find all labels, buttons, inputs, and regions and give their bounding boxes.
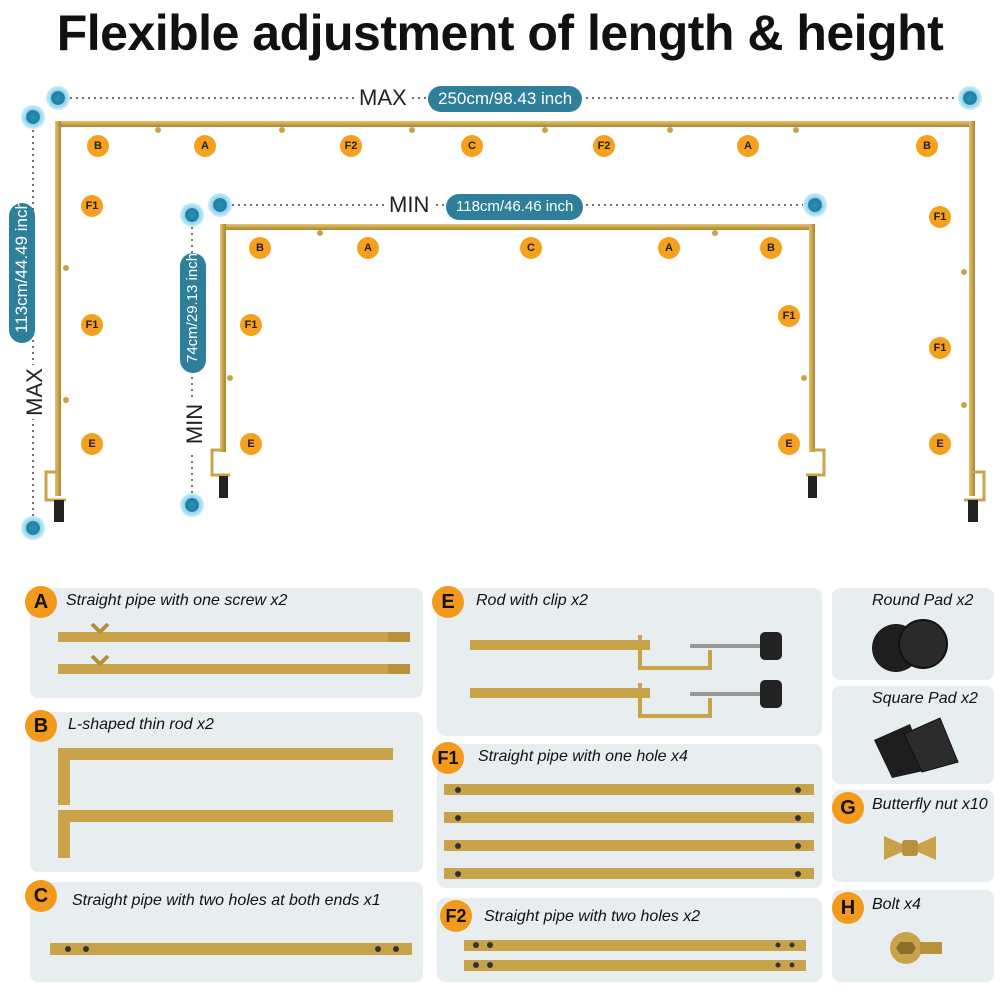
frame-label: E — [81, 433, 103, 455]
min-width-label: MIN — [386, 193, 433, 217]
page-title: Flexible adjustment of length & height — [56, 5, 944, 61]
max-top-bar — [55, 121, 975, 127]
part-badge: H — [832, 892, 864, 924]
frame-label: F1 — [240, 314, 262, 336]
part-badge: G — [832, 792, 864, 824]
frame-label: F1 — [81, 195, 103, 217]
part-badge: E — [432, 586, 464, 618]
part-caption: Straight pipe with two holes at both end… — [72, 892, 381, 909]
part-e-image — [470, 632, 782, 718]
part-badge: B — [25, 710, 57, 742]
part-caption: Square Pad x2 — [872, 690, 978, 707]
part-a-image — [58, 622, 410, 674]
part-panel-b — [30, 712, 423, 872]
max-right-leg — [969, 121, 975, 496]
part-c-image — [50, 943, 412, 955]
max-height-label: MAX — [22, 365, 47, 419]
part-caption: Straight pipe with one hole x4 — [478, 748, 688, 765]
max-width-value: 250cm/98.43 inch — [428, 86, 583, 112]
frame-label: B — [249, 237, 271, 259]
part-caption: Bolt x4 — [872, 896, 921, 913]
part-h-image — [890, 932, 942, 964]
frame-label: B — [760, 237, 782, 259]
max-left-leg — [55, 121, 61, 496]
part-badge: F2 — [440, 900, 472, 932]
part-g-image — [884, 836, 936, 860]
frame-label: F2 — [593, 135, 615, 157]
frame-label: C — [461, 135, 483, 157]
part-caption: Butterfly nut x10 — [872, 796, 988, 813]
min-right-leg — [809, 224, 815, 452]
part-b-image — [58, 748, 393, 858]
frame-label: F1 — [929, 206, 951, 228]
frame-label: A — [737, 135, 759, 157]
frame-label: A — [194, 135, 216, 157]
min-width-value: 118cm/46.46 inch — [446, 194, 584, 220]
frame-label: C — [520, 237, 542, 259]
part-f1-image — [444, 784, 814, 879]
min-height-value: 74cm/29.13 inch — [180, 253, 206, 373]
frame-label: B — [916, 135, 938, 157]
part-panel-a — [30, 588, 423, 698]
frame-label: A — [357, 237, 379, 259]
min-top-bar — [220, 224, 815, 230]
frame-diagram — [21, 86, 986, 540]
frame-label: B — [87, 135, 109, 157]
part-f2-image — [464, 940, 806, 971]
frame-label: F2 — [340, 135, 362, 157]
part-caption: Rod with clip x2 — [476, 592, 589, 609]
frame-label: A — [658, 237, 680, 259]
frame-label: F1 — [778, 305, 800, 327]
part-caption: Round Pad x2 — [872, 592, 974, 609]
frame-label: E — [778, 433, 800, 455]
part-badge: A — [25, 586, 57, 618]
max-width-label: MAX — [356, 86, 410, 110]
max-height-value: 113cm/44.49 inch — [9, 200, 35, 343]
min-height-label: MIN — [182, 397, 207, 451]
frame-label: E — [240, 433, 262, 455]
part-square-pad-image — [874, 717, 959, 778]
part-panel-c — [30, 882, 423, 982]
part-round-pad-image — [872, 619, 948, 672]
part-badge: F1 — [432, 742, 464, 774]
part-caption: L-shaped thin rod x2 — [68, 716, 214, 733]
part-caption: Straight pipe with two holes x2 — [484, 908, 701, 925]
frame-label: E — [929, 433, 951, 455]
part-badge: C — [25, 880, 57, 912]
min-left-leg — [220, 224, 226, 452]
frame-label: F1 — [929, 337, 951, 359]
part-panel-e — [437, 588, 822, 736]
frame-label: F1 — [81, 314, 103, 336]
part-caption: Straight pipe with one screw x2 — [66, 592, 288, 609]
